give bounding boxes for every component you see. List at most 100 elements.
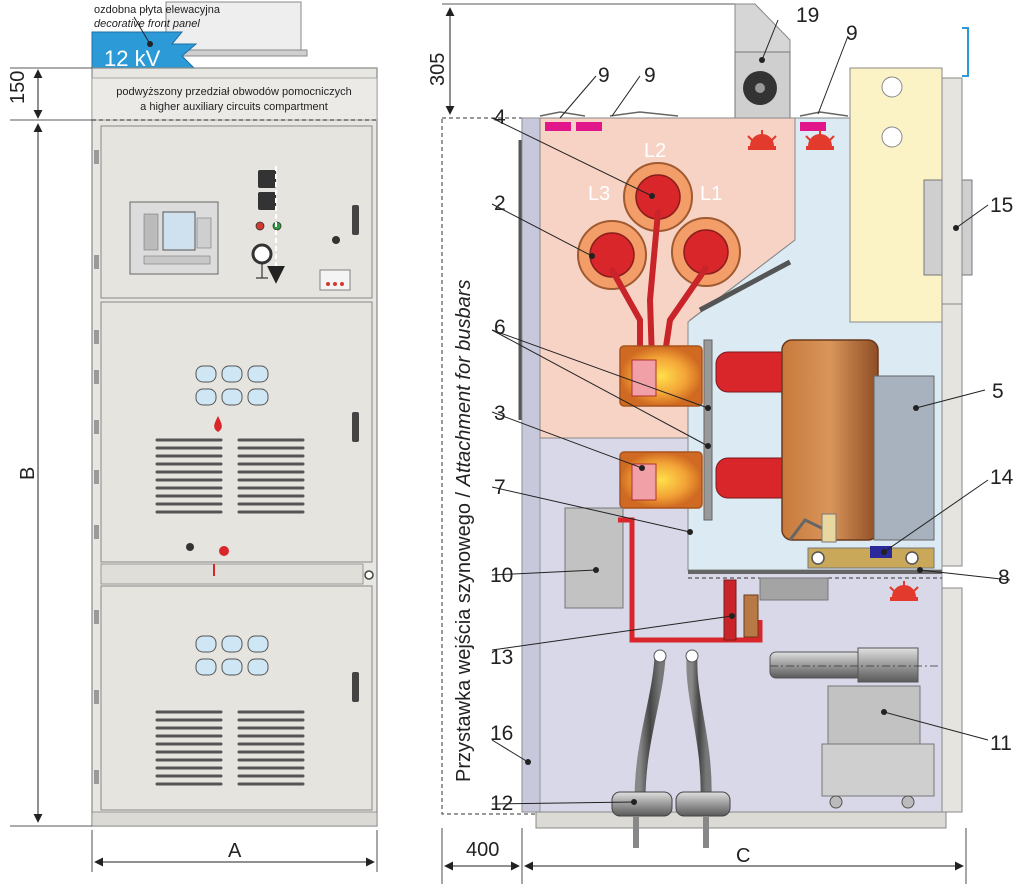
- cable-termination-horizontal: [769, 651, 863, 679]
- callout-12: 12: [490, 792, 513, 815]
- callout-15: 15: [990, 194, 1013, 217]
- lv-cable-entry-1: [881, 76, 903, 98]
- relay-label-strip: [143, 213, 159, 251]
- selector-switch-2: [258, 192, 276, 210]
- busbar-attachment-caption: Przystawka wejścia szynowego / Attachmen…: [453, 280, 475, 782]
- cart-wheel-2: [901, 795, 915, 809]
- ct-upper-core: [631, 359, 657, 397]
- relief-flap-2: [576, 122, 602, 131]
- callout-6: 6: [494, 316, 506, 339]
- door-handle-upper: [352, 205, 359, 235]
- cabinet-plinth: [91, 811, 378, 827]
- device-11-cart: [821, 743, 935, 797]
- breaker-indicator: [219, 546, 229, 556]
- relay-keypad: [196, 217, 212, 249]
- relief-lid-3: [799, 111, 849, 117]
- cable-ct-12a: [611, 791, 673, 817]
- aux-compartment: [91, 77, 378, 121]
- callout-19: 19: [796, 4, 819, 27]
- busbar-attachment-wall: [521, 117, 541, 813]
- decor-leader: [133, 16, 151, 45]
- mid-band: [100, 563, 364, 585]
- callout-8: 8: [998, 566, 1010, 589]
- cable-lug-1: [653, 649, 667, 663]
- arc-sensor-2: [805, 130, 835, 150]
- relief-flap-1: [545, 122, 571, 131]
- cabinet-base: [535, 811, 947, 829]
- door-handle-middle: [352, 412, 359, 442]
- door-lock-upper: [332, 236, 340, 244]
- vent-louvres-lower: [155, 710, 305, 786]
- dim-a-label: A: [228, 840, 242, 862]
- breaker-mechanism-5: [873, 375, 935, 541]
- cable-1: [634, 650, 666, 806]
- dim-150-label: 150: [7, 71, 29, 104]
- truck-wheel-2: [905, 551, 919, 565]
- caption-en: Attachment for busbars: [453, 280, 475, 488]
- indicator-red: [255, 221, 265, 231]
- callout-leaders: [491, 19, 1011, 805]
- relief-lid-2: [609, 111, 679, 117]
- callout-5: 5: [992, 380, 1004, 403]
- callout-13: 13: [490, 646, 513, 669]
- earth-insulator: [821, 513, 837, 543]
- aux-compartment-pl: podwyższony przedział obwodów pomocniczy…: [116, 86, 351, 98]
- front-view: 12 kV ozdobna płyta elewacyjna decorativ…: [7, 1, 378, 872]
- dim-b-label: B: [17, 467, 39, 480]
- cable-door-side: [941, 587, 963, 813]
- dim-400-label: 400: [466, 839, 499, 861]
- cable-door: [100, 585, 373, 811]
- callout-9b: 9: [644, 64, 656, 87]
- door-hinges: [94, 150, 99, 784]
- callout-16: 16: [490, 722, 513, 745]
- lv-top-bracket: [962, 27, 969, 77]
- callout-14: 14: [990, 466, 1014, 489]
- breaker-door-side: [941, 303, 963, 567]
- shutter-plate: [698, 259, 792, 313]
- cable-ct-12b: [675, 791, 731, 817]
- decor-leader-dot: [147, 41, 153, 47]
- vt-fuse-holder: [857, 647, 919, 683]
- device-11: [827, 685, 921, 745]
- decor-label-pl: ozdobna płyta elewacyjna: [94, 4, 221, 16]
- phase-label-l2: L2: [644, 140, 666, 162]
- side-view: 305: [427, 3, 1014, 884]
- callout-9c: 9: [846, 22, 858, 45]
- voltage-badge-label: 12 kV: [104, 46, 161, 71]
- arrester-body: [743, 594, 759, 638]
- callout-11: 11: [990, 732, 1012, 755]
- surge-arrester-13: [723, 579, 737, 641]
- door-handle-lower: [352, 672, 359, 702]
- decor-label-en: decorative front panel: [94, 18, 200, 30]
- strip-dot-1: [326, 282, 330, 286]
- inspection-windows-upper: [195, 365, 269, 406]
- cart-wheel-1: [829, 795, 843, 809]
- lv-cable-entry-2: [881, 126, 903, 148]
- callout-7: 7: [494, 476, 506, 499]
- callout-10: 10: [490, 564, 513, 587]
- relay-buttons: [143, 255, 211, 265]
- dim-305-label: 305: [427, 53, 449, 86]
- warning-drop: [214, 416, 222, 432]
- callout-2: 2: [494, 192, 506, 215]
- caption-pl: Przystawka wejścia szynowego /: [453, 486, 475, 782]
- strip-dot-3: [340, 282, 344, 286]
- voltage-transformer-10: [564, 507, 624, 609]
- earthing-switch-socket: [251, 243, 273, 265]
- cable-2: [686, 650, 712, 806]
- breaker-door: [100, 301, 373, 563]
- callout-dots: [525, 57, 959, 805]
- circuit-breaker: [781, 339, 879, 541]
- conductor-path: [618, 517, 763, 643]
- earthing-switch-8: [759, 577, 829, 601]
- contact-plate: [703, 339, 713, 521]
- callout-9a: 9: [598, 64, 610, 87]
- phase-label-l3: L3: [588, 183, 610, 205]
- fan-hub-icon: [755, 83, 765, 93]
- strip-dot-2: [333, 282, 337, 286]
- callout-4: 4: [494, 106, 506, 129]
- selector-switch-1: [258, 170, 276, 188]
- inspection-windows-lower: [195, 635, 269, 676]
